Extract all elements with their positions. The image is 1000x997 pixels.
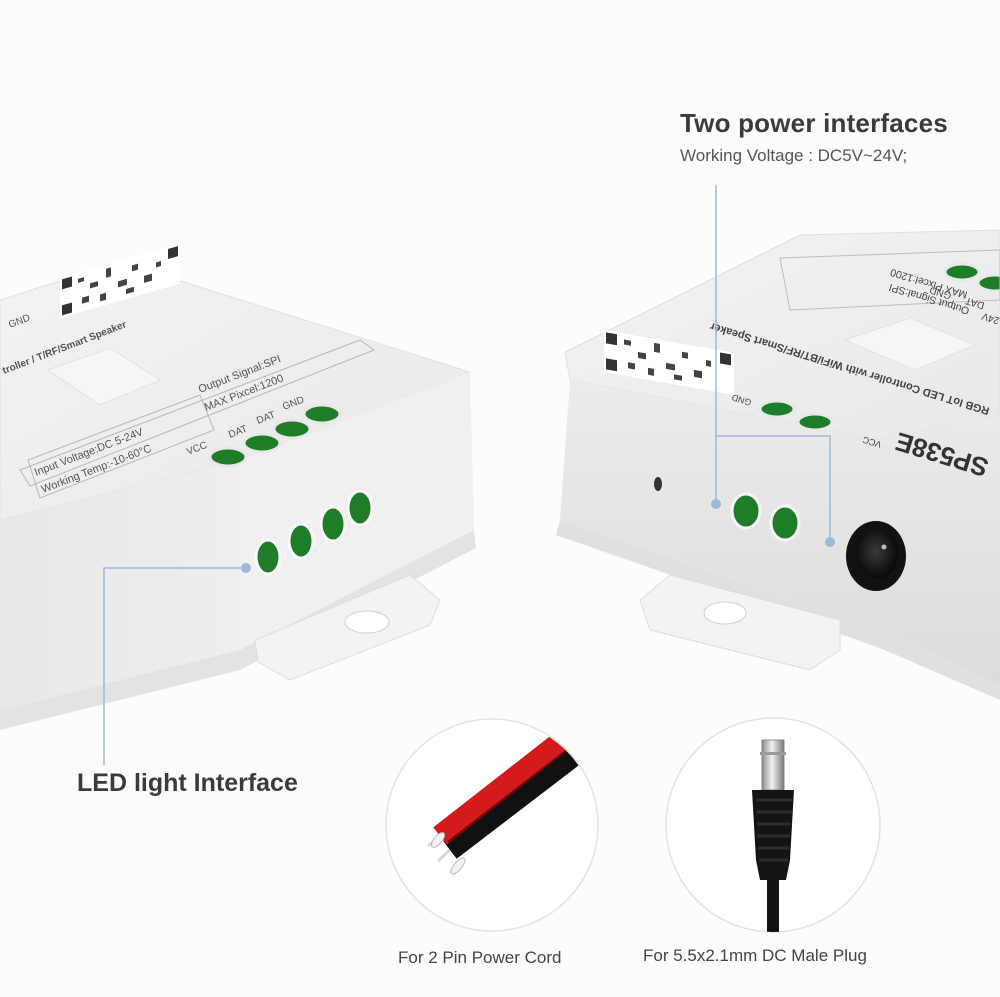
left-controller: Input Voltage:DC 5-24V Working Temp:-10-… xyxy=(0,243,476,730)
power-callout-title: Two power interfaces xyxy=(680,108,948,138)
right-top-terminals xyxy=(758,262,1000,432)
right-pin-dat: DAT xyxy=(964,294,986,310)
power-cord-badge xyxy=(385,718,599,932)
dc-plug-badge xyxy=(665,717,881,933)
dc-plug-caption: For 5.5x2.1mm DC Male Plug xyxy=(643,946,867,965)
right-power-terminals xyxy=(730,492,801,542)
right-volt-tag: 24V xyxy=(980,310,1000,326)
callout-dots xyxy=(241,499,835,573)
power-callout-subtitle: Working Voltage : DC5V~24V; xyxy=(680,146,908,165)
left-led-terminals xyxy=(254,489,374,576)
qr-code-left xyxy=(60,243,180,318)
dc-jack xyxy=(846,521,906,591)
callout-lines xyxy=(103,185,831,765)
led-callout-line xyxy=(103,567,246,765)
dc-plug-image xyxy=(752,739,794,932)
right-controller: SP538E RGB IoT LED Controller with WiFi/… xyxy=(556,229,1000,700)
left-top-terminals xyxy=(208,403,342,468)
qr-code-right xyxy=(604,330,734,395)
led-callout-title: LED light Interface xyxy=(77,769,298,797)
power-callout-branch xyxy=(716,435,831,542)
power-cord-caption: For 2 Pin Power Cord xyxy=(398,948,562,967)
